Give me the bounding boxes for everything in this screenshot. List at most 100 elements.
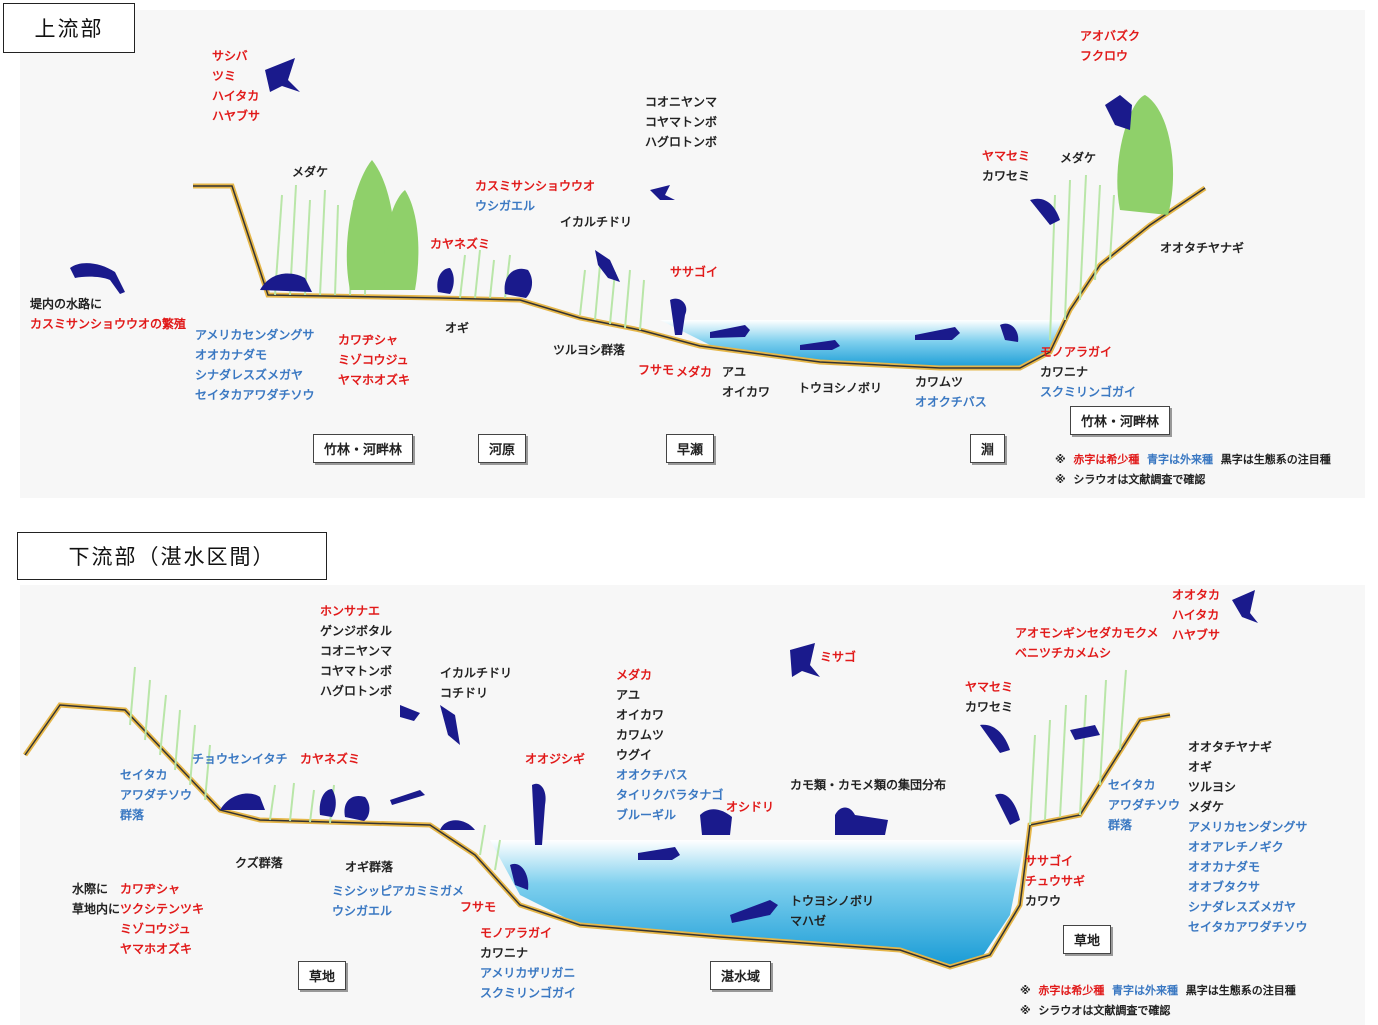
upper-legend: ※ 赤字は希少種 青字は外来種 黒字は生態系の注目種 ※ シラウオは文献調査で確… [1055,453,1331,486]
lower-weasel-label: チョウセンイタチ [192,752,288,766]
lower-oshidori-label: オシドリ [726,800,775,814]
upper-medaka-label: メダカ [676,365,713,379]
upper-alien-plants-label: アメリカセンダングサオオカナダモシナダレスズメガヤセイタカアワダチソウ [195,328,315,402]
bug-icon [1070,725,1100,740]
lower-right-alien-label: アメリカセンダングサオオアレチノギクオオカナダモオオブタクサシナダレスズメガヤセ… [1188,820,1308,934]
hawk-icon [265,58,300,92]
mandarin-duck-icon [700,809,732,835]
lower-goldenrod-left-label: セイタカアワダチソウ群落 [120,768,193,822]
upper-dragonfly-label: コオニヤンマコヤマトンボハグロトンボ [645,95,718,149]
upper-kawasemi-label: カワセミ [982,169,1031,183]
kingfisher-icon [1030,198,1060,225]
owl-icon [1105,95,1132,130]
dragonfly-icon [650,185,675,200]
upper-heron-label: ササゴイ [670,265,719,279]
upper-monoara-label: モノアラガイ [1040,345,1113,359]
upper-bass-label: オオクチバス [915,395,987,409]
lower-insects-label: アオモンギンセダカモクメベニツチカメムシ [1015,626,1159,660]
lower-honsanae-label: ホンサナエ [320,604,381,618]
weasel-icon [260,273,312,292]
lower-duck-flock-label: カモ類・カモメ類の集団分布 [790,778,947,792]
lower-kawasemi-label: カワセミ [965,700,1014,714]
lower-cormorant-label: カワウ [1025,894,1062,908]
upper-box-pool: 淵 [970,434,1006,463]
upper-tsuruyoshi-label: ツルヨシ群落 [553,343,626,357]
heron-icon [670,298,687,335]
lower-snipe-label: オオジシギ [525,752,586,766]
upper-tree-2 [383,190,419,290]
lower-yamasemi-label: ヤマセミ [965,680,1014,694]
lower-dragonfly-label: ゲンジボタルコオニヤンマコヤマトンボハグロトンボ [320,624,393,698]
upper-kawanina-label: カワニナ [1040,365,1089,379]
upper-bullfrog-label: ウシガエル [475,199,536,213]
lower-rare-plants-label: カワヂシャツクシテンツキミゾコウジュヤマホオズキ [120,882,205,956]
egret-icon [532,783,546,845]
upper-harvest-mouse-label: カヤネズミ [430,237,491,251]
lower-right-notable-label: オオタチヤナギオギツルヨシメダケ [1188,740,1273,814]
lower-weasel-icon [220,793,265,810]
upper-rare-plants-label: カワヂシャミゾコウジュヤマホオズキ [338,333,411,387]
lower-alien-fish-label: オオクチバスタイリクバラタナゴブルーギル [616,768,724,822]
upper-goby-label: トウヨシノボリ [798,381,883,395]
lower-reeds-right [1029,669,1127,826]
frog-icon [504,268,533,298]
upper-medake-right: メダケ [1060,151,1097,165]
lower-box-grass-right: 草地 [1063,925,1112,954]
upper-box-bamboo-left: 竹林・河畔林 [313,434,414,463]
lower-plover-icon [440,705,460,745]
lower-box-reservoir: 湛水域 [710,961,772,990]
lower-ogi-label: オギ群落 [345,860,394,874]
upper-tree-1 [346,160,396,290]
lower-fusamo-label: フサモ [460,900,497,914]
lower-dragonfly-icon [400,705,420,721]
lower-box-grass-left: 草地 [298,961,347,990]
upper-reeds-right [1049,174,1115,341]
fish-icon-2 [800,340,840,350]
upper-salamander-label: カスミサンショウウオ [475,179,596,193]
lower-kudzu-label: クズ群落 [235,856,283,870]
lower-fish-icon-1 [638,847,680,860]
lower-misago-label: ミサゴ [820,650,857,664]
shell-icon [1000,323,1019,342]
mouse-icon [437,268,454,294]
lower-heron-label: ササゴイチュウサギ [1025,854,1086,888]
upper-medake-left: メダケ [292,165,329,179]
upper-canal-label: 堤内の水路に [30,297,103,311]
lower-medaka-label: メダカ [616,668,653,682]
lower-plover-label: イカルチドリコチドリ [440,666,513,700]
lower-harvest-mouse-label: カヤネズミ [300,752,361,766]
lower-kingfisher-icon [980,724,1010,753]
lower-water [490,840,1025,965]
upper-owl-label: アオバズクフクロウ [1080,29,1141,63]
upper-section-title: 上流部 [3,3,135,53]
lower-legend: ※ 赤字は希少種 青字は外来種 黒字は生態系の注目種 ※ シラウオは文献調査で確… [1020,984,1296,1017]
upper-kawamutsu-label: カワムツ [915,375,964,389]
salamander-icon [70,263,125,294]
upper-apple-snail-label: スクミリンゴガイ [1040,385,1137,399]
lower-diagram-panel: ホンサナエ ゲンジボタルコオニヤンマコヤマトンボハグロトンボ イカルチドリコチド… [20,585,1365,1025]
upper-plover-label: イカルチドリ [560,215,633,229]
lower-reeds-left [129,666,211,801]
lower-goldenrod-right-label: セイタカアワダチソウ群落 [1108,778,1181,832]
lower-section-title: 下流部（湛水区間） [17,532,327,580]
lower-location-label: 水際に草地内に [72,882,121,916]
upper-box-riverbed: 河原 [478,434,527,463]
lower-fish-icon-2 [730,900,778,923]
turtle-icon [440,820,475,830]
fish-icon-3 [915,327,960,340]
lower-heron-icon [995,793,1020,825]
upper-water [660,320,1065,368]
upper-cross-section [70,58,1207,371]
lower-goby-label: トウヨシノボリマハゼ [790,894,875,928]
osprey-icon [790,643,820,677]
lower-monoara-label: モノアラガイ [480,926,553,940]
upper-willow-label: オオタチヤナギ [1160,241,1245,255]
lower-shell-icon [510,863,529,890]
upper-ogi-label: オギ [445,321,470,335]
lower-frog-icon [344,795,370,821]
upper-diagram-panel: サシバツミハイタカハヤブサ メダケ カスミサンショウウオ ウシガエル カヤネズミ… [20,10,1365,498]
upper-yamasemi-label: ヤマセミ [982,149,1031,163]
upper-fusamo-label: フサモ [638,363,675,377]
ducks-icon [835,807,888,835]
upper-tree-right [1117,95,1174,215]
